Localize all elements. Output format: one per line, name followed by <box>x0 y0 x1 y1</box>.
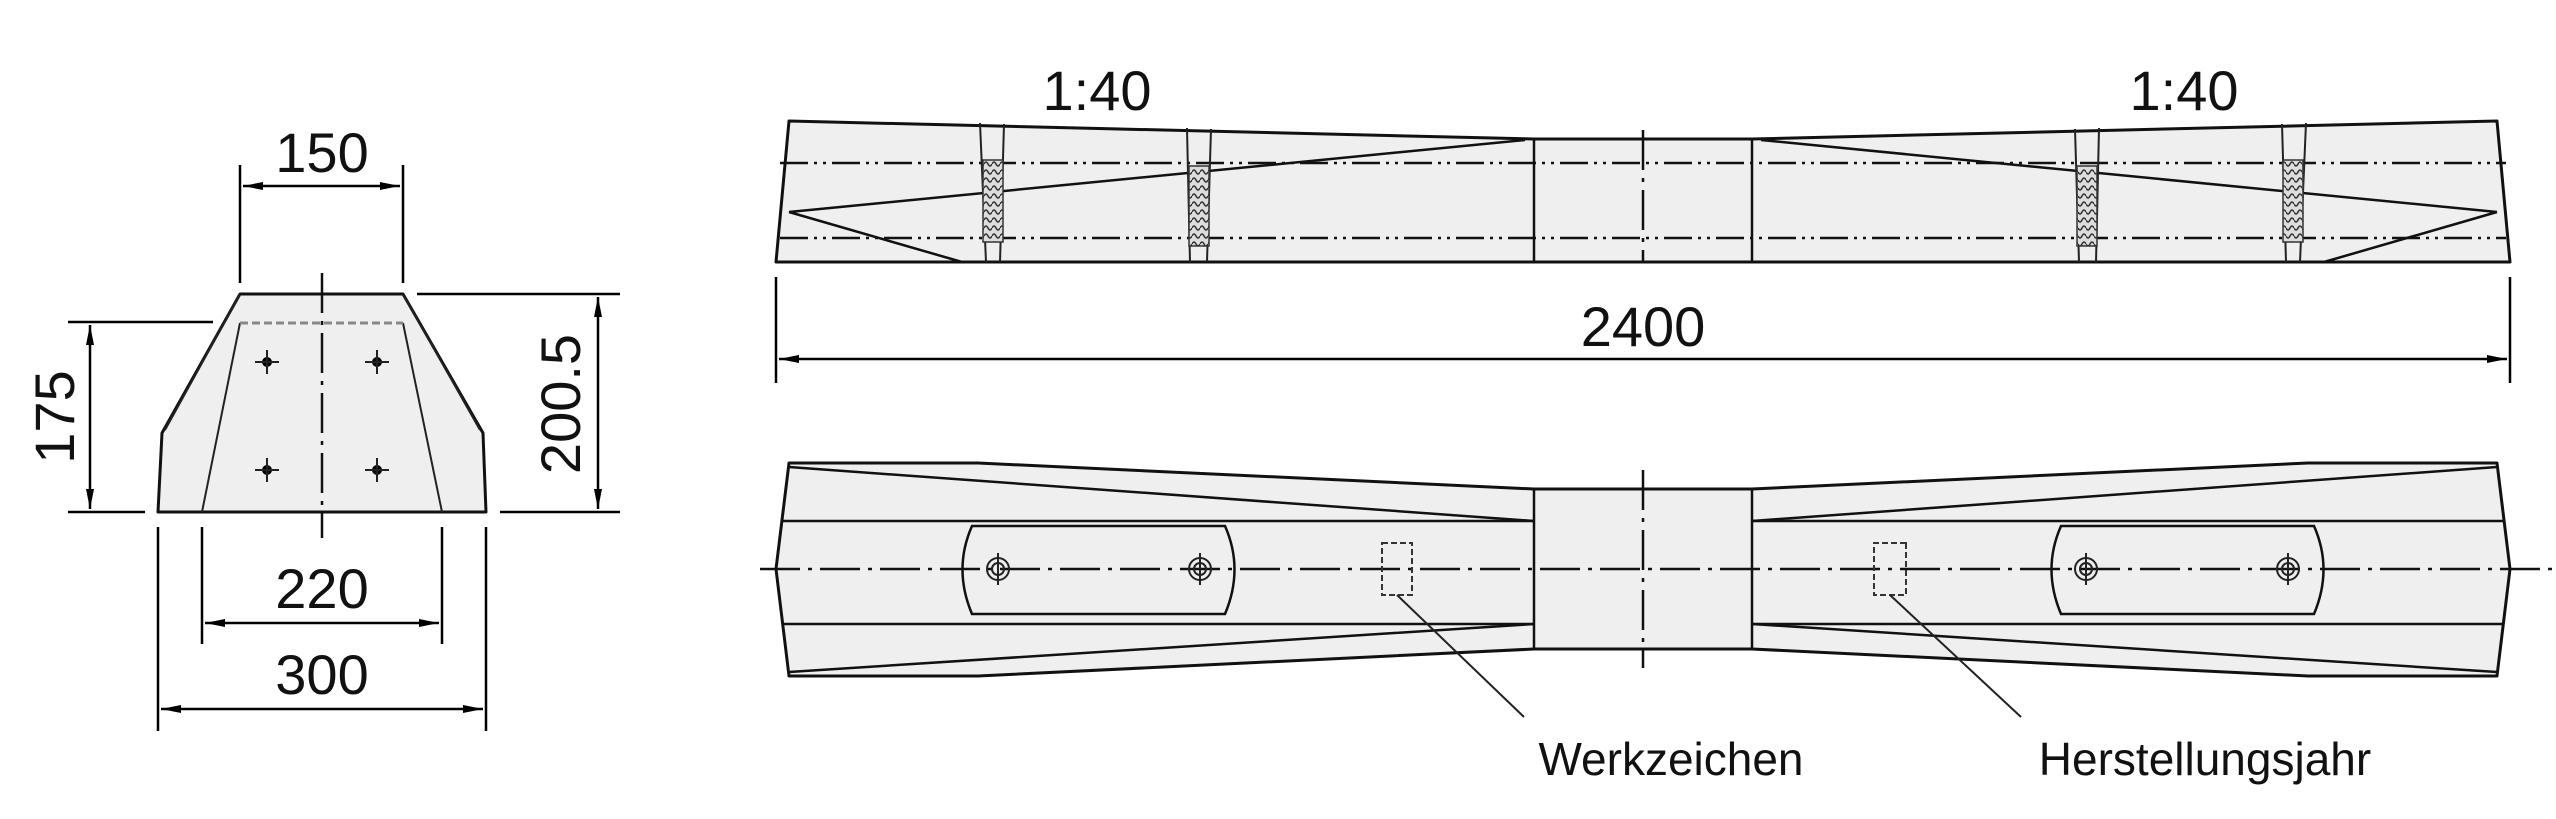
dim-base-inner: 220 <box>275 557 368 620</box>
dim-height-inner: 175 <box>23 370 86 463</box>
anchor-hole-icon <box>1188 553 1212 585</box>
anchor-hole-icon <box>986 553 1010 585</box>
plan-left-half <box>788 465 1535 674</box>
rail-seat-plate <box>961 524 1236 616</box>
label-year-of-manufacture: Herstellungsjahr <box>2039 733 2371 785</box>
dim-top-width: 150 <box>275 121 368 184</box>
label-maker-mark: Werkzeichen <box>1538 733 1803 785</box>
chamfer-lines <box>164 293 481 431</box>
side-right-half <box>1760 122 2498 264</box>
dim-base-width: 300 <box>275 643 368 706</box>
dim-height-total: 200.5 <box>529 334 592 474</box>
side-view: 1:40 1:40 2400 <box>774 59 2512 383</box>
inner-edge-lines <box>201 322 443 513</box>
dowel-holes <box>255 350 389 482</box>
fastening-hatch <box>1188 165 1210 247</box>
slope-label-left: 1:40 <box>1043 59 1152 122</box>
plan-view: Werkzeichen Herstellungsjahr <box>760 461 2556 785</box>
plan-right-half <box>1751 465 2498 674</box>
side-left-half <box>788 122 1526 264</box>
leader-line-year <box>1889 594 2022 718</box>
dim-length: 2400 <box>1581 295 1706 358</box>
slope-label-right: 1:40 <box>2130 59 2239 122</box>
maker-mark-box <box>1381 542 1413 596</box>
cross-section-view: 150 175 200.5 220 300 <box>23 121 620 731</box>
fastening-hatch <box>982 159 1004 243</box>
leader-line-maker-mark <box>1396 594 1525 718</box>
